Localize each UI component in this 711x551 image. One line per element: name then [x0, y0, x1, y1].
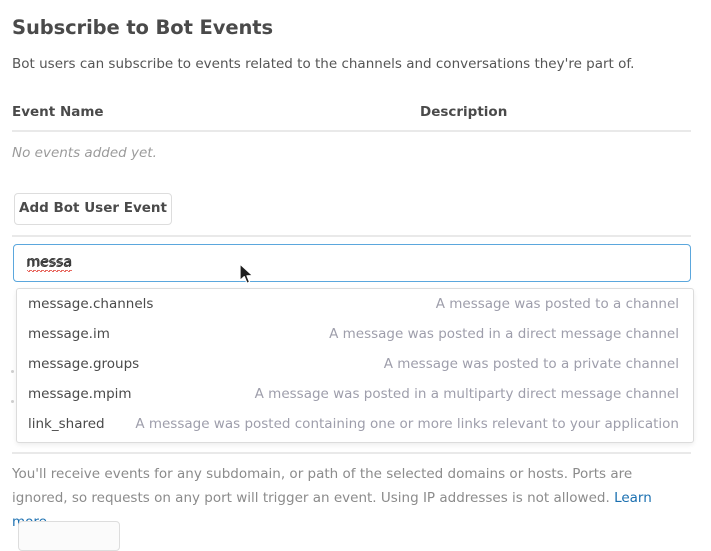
- suggestion-event-description: A message was posted to a channel: [435, 296, 679, 312]
- list-item[interactable]: message.channels A message was posted to…: [17, 289, 693, 319]
- suggestion-event-description: A message was posted to a private channe…: [383, 356, 679, 372]
- list-item[interactable]: link_shared A message was posted contain…: [17, 409, 693, 439]
- help-text-body: You'll receive events for any subdomain,…: [12, 466, 633, 506]
- section-divider: [12, 235, 691, 237]
- add-bot-user-event-button[interactable]: Add Bot User Event: [14, 193, 172, 225]
- list-item[interactable]: message.mpim A message was posted in a m…: [17, 379, 693, 409]
- suggestion-event-name: message.groups: [28, 356, 140, 372]
- suggestion-event-name: message.channels: [28, 296, 154, 312]
- subscribe-bot-events-page: Subscribe to Bot Events Bot users can su…: [11, 16, 694, 551]
- event-search-input[interactable]: [13, 244, 691, 282]
- column-header-description: Description: [420, 104, 508, 120]
- column-header-event-name: Event Name: [12, 104, 104, 120]
- event-suggestions-dropdown[interactable]: message.channels A message was posted to…: [16, 288, 694, 443]
- suggestion-event-name: message.im: [28, 326, 110, 342]
- suggestion-event-description: A message was posted in a multiparty dir…: [254, 386, 679, 402]
- list-item[interactable]: message.groups A message was posted to a…: [17, 349, 693, 379]
- list-item[interactable]: message.im A message was posted in a dir…: [17, 319, 693, 349]
- suggestion-event-name: message.mpim: [28, 386, 132, 402]
- suggestion-event-description: A message was posted containing one or m…: [135, 416, 679, 432]
- page-title: Subscribe to Bot Events: [12, 16, 273, 39]
- suggestion-event-description: A message was posted in a direct message…: [329, 326, 679, 342]
- help-text: You'll receive events for any subdomain,…: [12, 462, 688, 534]
- bottom-divider: [12, 452, 691, 454]
- events-table-header: Event Name Description: [12, 104, 691, 126]
- bottom-action-button[interactable]: [18, 521, 120, 551]
- obscured-content-marker: [11, 370, 14, 373]
- table-header-divider: [12, 130, 691, 132]
- suggestion-event-name: link_shared: [28, 416, 105, 432]
- empty-state-message: No events added yet.: [12, 145, 157, 161]
- obscured-content-marker: [11, 400, 14, 403]
- page-subtitle: Bot users can subscribe to events relate…: [12, 56, 635, 72]
